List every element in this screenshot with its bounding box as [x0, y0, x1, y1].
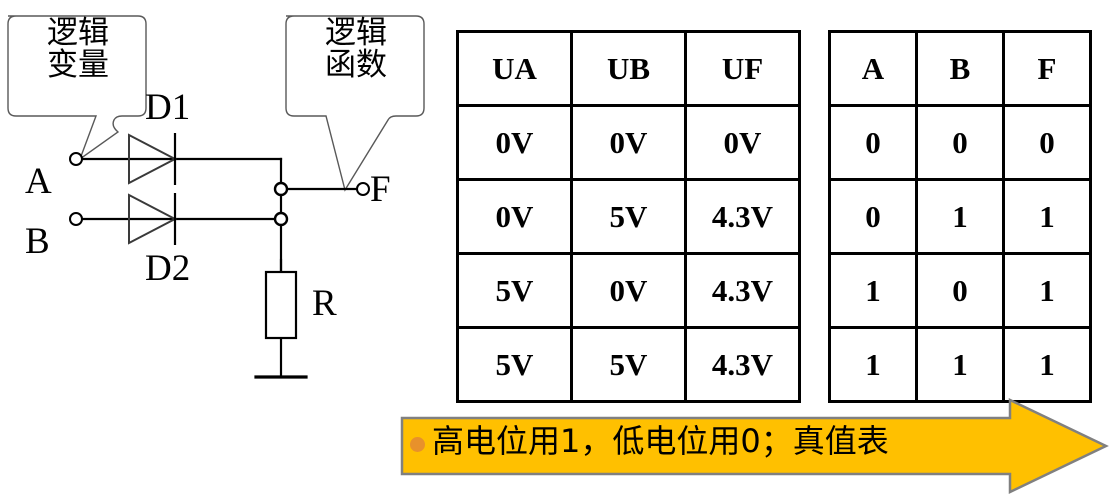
table-header-row: UA UB UF — [456, 30, 801, 107]
voltage-cell: 0V — [570, 252, 687, 329]
circuit-diagram-panel: 逻辑 变量 逻辑 函数 A B F D1 D2 R — [0, 0, 450, 400]
voltage-cell: 5V — [570, 326, 687, 403]
truth-cell: 1 — [1002, 178, 1092, 255]
voltage-header-ua: UA — [456, 30, 573, 107]
truth-cell: 1 — [828, 326, 918, 403]
label-diode-d1: D1 — [145, 87, 191, 128]
voltage-cell: 5V — [456, 252, 573, 329]
truth-header-f: F — [1002, 30, 1092, 107]
voltage-cell: 4.3V — [684, 326, 801, 403]
label-resistor-r: R — [312, 283, 337, 324]
voltage-header-ub: UB — [570, 30, 687, 107]
table-row: 5V 0V 4.3V — [456, 252, 801, 329]
banner-text: 高电位用1，低电位用0；真值表 — [432, 422, 889, 460]
truth-cell: 1 — [915, 326, 1005, 403]
voltage-cell: 5V — [456, 326, 573, 403]
table-row: 5V 5V 4.3V — [456, 326, 801, 403]
voltage-cell: 5V — [570, 178, 687, 255]
truth-cell: 0 — [1002, 104, 1092, 181]
voltage-cell: 4.3V — [684, 252, 801, 329]
voltage-cell: 0V — [456, 104, 573, 181]
voltage-cell: 0V — [456, 178, 573, 255]
arrow-banner-shape — [400, 398, 1109, 494]
voltage-header-uf: UF — [684, 30, 801, 107]
voltage-cell: 0V — [570, 104, 687, 181]
callout-logic-function — [285, 15, 425, 192]
banner-bullet-icon — [410, 437, 425, 452]
circuit-schematic — [7, 15, 425, 379]
resistor-symbol — [264, 270, 298, 340]
truth-cell: 1 — [1002, 252, 1092, 329]
truth-table: A B F 0 0 0 0 1 1 1 0 1 1 1 1 — [828, 30, 1092, 403]
truth-cell: 0 — [915, 252, 1005, 329]
truth-cell: 1 — [1002, 326, 1092, 403]
label-input-b: B — [25, 221, 50, 262]
table-row: 1 0 1 — [828, 252, 1092, 329]
diode-d1-symbol — [128, 133, 178, 185]
diode-d2-symbol — [128, 193, 178, 245]
junction-node-upper — [273, 181, 289, 197]
truth-cell: 1 — [915, 178, 1005, 255]
voltage-level-table: UA UB UF 0V 0V 0V 0V 5V 4.3V 5V 0V 4.3V … — [456, 30, 801, 403]
table-row: 0V 0V 0V — [456, 104, 801, 181]
table-header-row: A B F — [828, 30, 1092, 107]
table-row: 0V 5V 4.3V — [456, 178, 801, 255]
callout-logic-variable — [7, 15, 147, 161]
junction-node-lower — [273, 211, 289, 227]
label-output-f: F — [370, 169, 391, 210]
circuit-wires — [80, 157, 359, 379]
voltage-cell: 0V — [684, 104, 801, 181]
truth-cell: 1 — [828, 252, 918, 329]
table-row: 0 1 1 — [828, 178, 1092, 255]
truth-cell: 0 — [828, 178, 918, 255]
truth-cell: 0 — [828, 104, 918, 181]
voltage-cell: 4.3V — [684, 178, 801, 255]
label-diode-d2: D2 — [145, 248, 191, 289]
label-input-a: A — [25, 161, 52, 202]
truth-cell: 0 — [915, 104, 1005, 181]
terminal-a — [69, 152, 83, 166]
terminal-f — [356, 182, 370, 196]
truth-header-b: B — [915, 30, 1005, 107]
table-row: 0 0 0 — [828, 104, 1092, 181]
truth-header-a: A — [828, 30, 918, 107]
table-row: 1 1 1 — [828, 326, 1092, 403]
terminal-b — [69, 212, 83, 226]
arrow-shape — [400, 398, 1109, 494]
arrow-banner — [400, 398, 1110, 494]
